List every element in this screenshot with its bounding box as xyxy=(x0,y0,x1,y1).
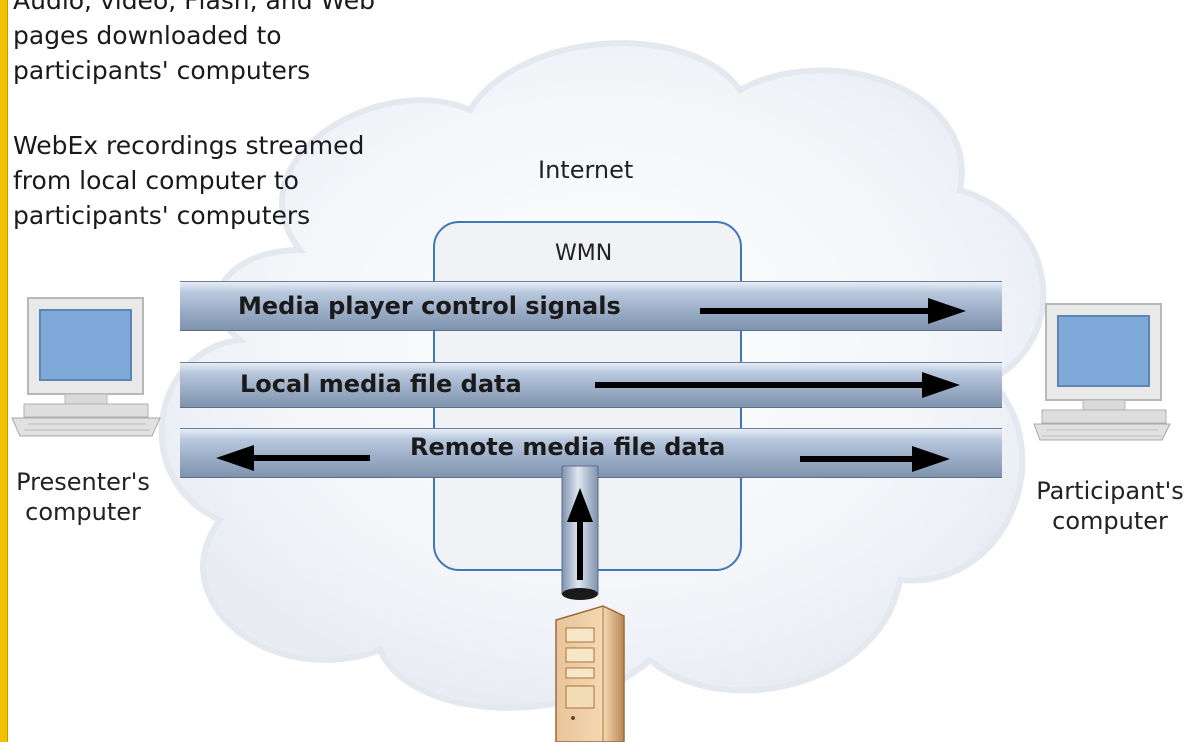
remote-media-label: Remote media file data xyxy=(410,433,726,461)
local-media-arrow xyxy=(595,372,960,398)
participant-computer-icon xyxy=(1033,303,1171,441)
control-signals-label: Media player control signals xyxy=(238,292,621,320)
media-server-icon xyxy=(555,605,625,742)
remote-media-right-arrow xyxy=(800,446,950,472)
left-accent-rule xyxy=(0,0,8,742)
control-signals-pipe: Media player control signals xyxy=(180,281,1002,331)
presenter-computer-icon xyxy=(11,297,161,437)
local-media-label: Local media file data xyxy=(240,370,522,398)
wmn-label: WMN xyxy=(555,241,613,266)
server-up-arrow xyxy=(567,488,593,580)
control-signals-arrow xyxy=(700,298,966,324)
remote-media-left-arrow xyxy=(216,445,370,471)
presenter-computer-label: Presenter's computer xyxy=(16,468,150,526)
downloaded-content-note: Audio, video, Flash, and Web pages downl… xyxy=(13,0,376,85)
participant-computer-label: Participant's computer xyxy=(1036,477,1184,535)
internet-label: Internet xyxy=(538,156,634,184)
streamed-recordings-note: WebEx recordings streamed from local com… xyxy=(13,131,365,230)
